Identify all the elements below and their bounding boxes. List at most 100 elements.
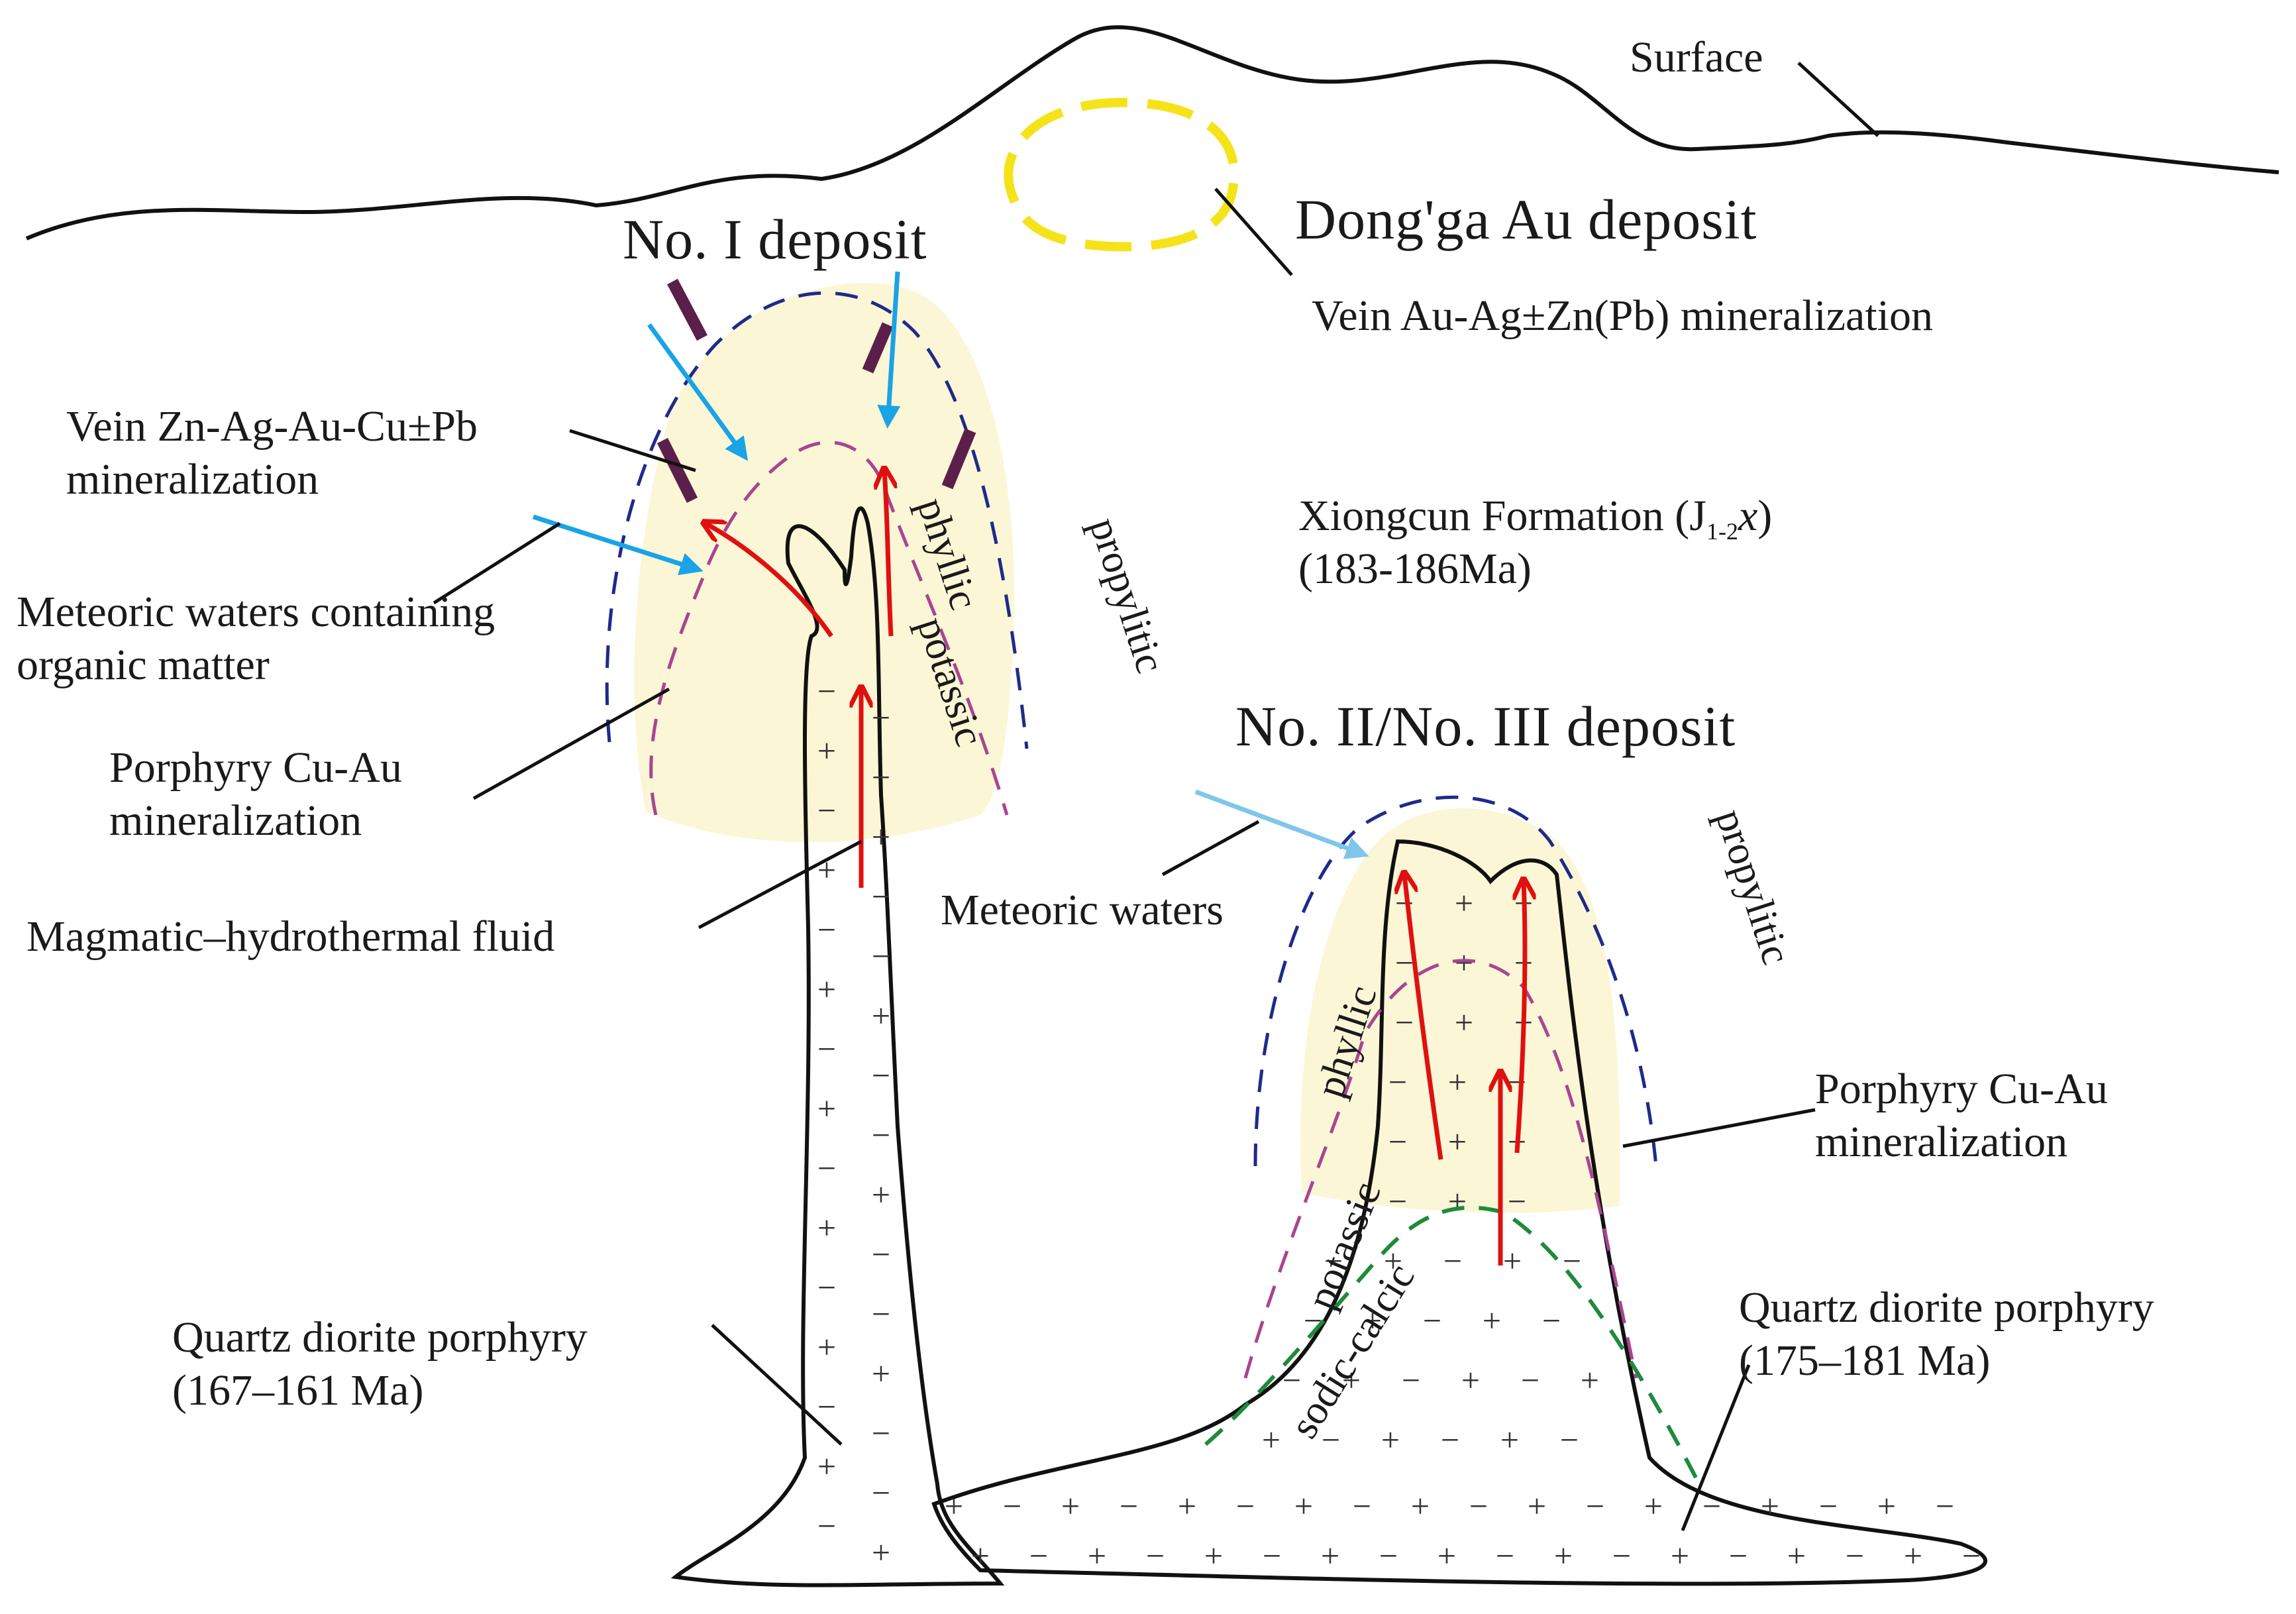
texture-glyph: + [1448, 1123, 1467, 1160]
qdp2-label-1: Quartz diorite porphyry [1739, 1283, 2154, 1332]
texture-glyph: − [817, 1507, 836, 1544]
magmatic-arrows [705, 470, 1525, 1265]
texture-glyph: + [1904, 1537, 1922, 1574]
texture-glyph: + [1448, 1183, 1467, 1220]
texture-glyph: + [1061, 1487, 1080, 1525]
texture-glyph: − [1521, 1362, 1539, 1399]
texture-glyph: − [872, 1295, 890, 1332]
meteoric-organic-label-1: Meteoric waters containing [17, 588, 495, 636]
texture-glyph: − [872, 1116, 890, 1154]
texture-glyph: − [872, 1415, 890, 1452]
vein-marks [656, 278, 976, 504]
texture-glyph: + [1503, 1242, 1522, 1279]
texture-glyph: + [1455, 1004, 1473, 1041]
texture-glyph: − [1324, 1242, 1343, 1279]
texture-glyph: − [872, 1057, 890, 1094]
texture-glyph: − [1846, 1537, 1864, 1574]
texture-glyph: − [817, 1150, 836, 1187]
texture-glyph: − [1586, 1487, 1604, 1525]
texture-glyph: + [872, 1534, 890, 1571]
vein-zn-label-1: Vein Zn-Ag-Au-Cu±Pb [66, 402, 478, 451]
texture-glyph: + [971, 1537, 990, 1574]
labels: Surface Dong'ga Au deposit Vein Au-Ag±Zn… [17, 33, 2154, 1415]
texture-glyph: − [1402, 1362, 1420, 1399]
texture-glyph: + [1500, 1421, 1519, 1458]
surface-label: Surface [1630, 33, 1763, 81]
texture-glyph: − [872, 1236, 890, 1273]
leader-lines [433, 62, 1879, 1531]
texture-glyph: + [817, 1328, 836, 1366]
vein-zn-label-2: mineralization [66, 455, 319, 504]
texture-glyph: − [1819, 1487, 1838, 1525]
texture-glyph: + [817, 732, 836, 769]
texture-glyph: − [1443, 1242, 1462, 1279]
sodic-calcic-boundary [1204, 1205, 1698, 1479]
intrusion-outline-no1 [670, 506, 1005, 1587]
dongga-au-outline [1004, 97, 1239, 252]
texture-glyph: − [817, 911, 836, 948]
texture-glyph: − [1560, 1421, 1579, 1458]
texture-glyph: − [1236, 1487, 1255, 1525]
texture-glyph: − [872, 759, 890, 796]
xiongcun-age-label: (183-186Ma) [1298, 545, 1532, 593]
texture-glyph: + [1342, 1362, 1361, 1399]
intrusion-outline-no23 [931, 839, 1987, 1586]
texture-glyph: + [872, 997, 890, 1034]
texture-glyph: − [872, 1474, 890, 1511]
texture-glyph: − [1379, 1537, 1398, 1574]
texture-glyph: − [817, 1030, 836, 1067]
texture-glyph: − [1423, 1302, 1441, 1339]
texture-glyph: − [872, 878, 890, 915]
propylitic-boundary-no1 [605, 291, 1029, 749]
texture-glyph: − [1729, 1537, 1748, 1574]
texture-glyph: + [817, 1448, 836, 1485]
texture-glyph: + [1483, 1302, 1501, 1339]
texture-glyph: + [945, 1487, 963, 1525]
texture-glyph: − [817, 1269, 836, 1306]
texture-glyph: − [1962, 1537, 1981, 1574]
texture-glyph: + [1455, 944, 1473, 981]
texture-glyph: + [1644, 1487, 1663, 1525]
texture-glyph: − [1263, 1537, 1281, 1574]
meteoric-organic-label-2: organic matter [17, 641, 270, 689]
texture-glyph: − [1395, 944, 1414, 981]
texture-glyph: + [1455, 885, 1473, 922]
alteration-halo-no1 [634, 283, 1015, 842]
texture-glyph: − [817, 792, 836, 829]
texture-glyph: + [1554, 1537, 1573, 1574]
texture-glyph: + [1363, 1302, 1382, 1339]
surface-line [25, 25, 2279, 241]
texture-glyph: − [1612, 1537, 1631, 1574]
texture-glyph: + [1411, 1487, 1430, 1525]
texture-glyph: + [817, 1209, 836, 1246]
texture-glyph: + [872, 818, 890, 855]
texture-glyph: − [1146, 1537, 1165, 1574]
meteoric-arrow-no23 [1194, 789, 1369, 859]
texture-glyph: − [1388, 1183, 1407, 1220]
texture-glyph: − [1029, 1537, 1048, 1574]
texture-glyph: + [1204, 1537, 1223, 1574]
texture-glyph: − [872, 699, 890, 736]
texture-glyph: + [1088, 1537, 1106, 1574]
texture-glyph: + [1581, 1362, 1599, 1399]
texture-glyph: − [1322, 1421, 1340, 1458]
xiongcun-label: Xiongcun Formation (J1-2x) [1298, 492, 1772, 545]
propylitic-boundary-no23 [1253, 795, 1658, 1167]
phyllic-boundary-no1 [649, 441, 1009, 816]
texture-glyph: + [872, 1355, 890, 1392]
texture-glyph: + [1787, 1537, 1806, 1574]
texture-glyph: + [1262, 1421, 1280, 1458]
phyllic-boundary-no23 [1243, 959, 1638, 1379]
texture-glyph: − [1282, 1362, 1301, 1399]
texture-glyph: + [1877, 1487, 1896, 1525]
texture-glyph: − [1120, 1487, 1138, 1525]
texture-glyph: − [817, 1388, 836, 1425]
porphyry-texture: −−+−−++−−−++−−+−−++−−−++−−+−−+−+−−+−−+−−… [817, 672, 1981, 1574]
porphyry1-label-2: mineralization [109, 796, 362, 845]
no1-deposit-label: No. I deposit [623, 207, 927, 271]
texture-glyph: − [872, 938, 890, 975]
texture-glyph: − [1702, 1487, 1721, 1525]
texture-glyph: − [1441, 1421, 1459, 1458]
texture-glyph: + [1178, 1487, 1196, 1525]
